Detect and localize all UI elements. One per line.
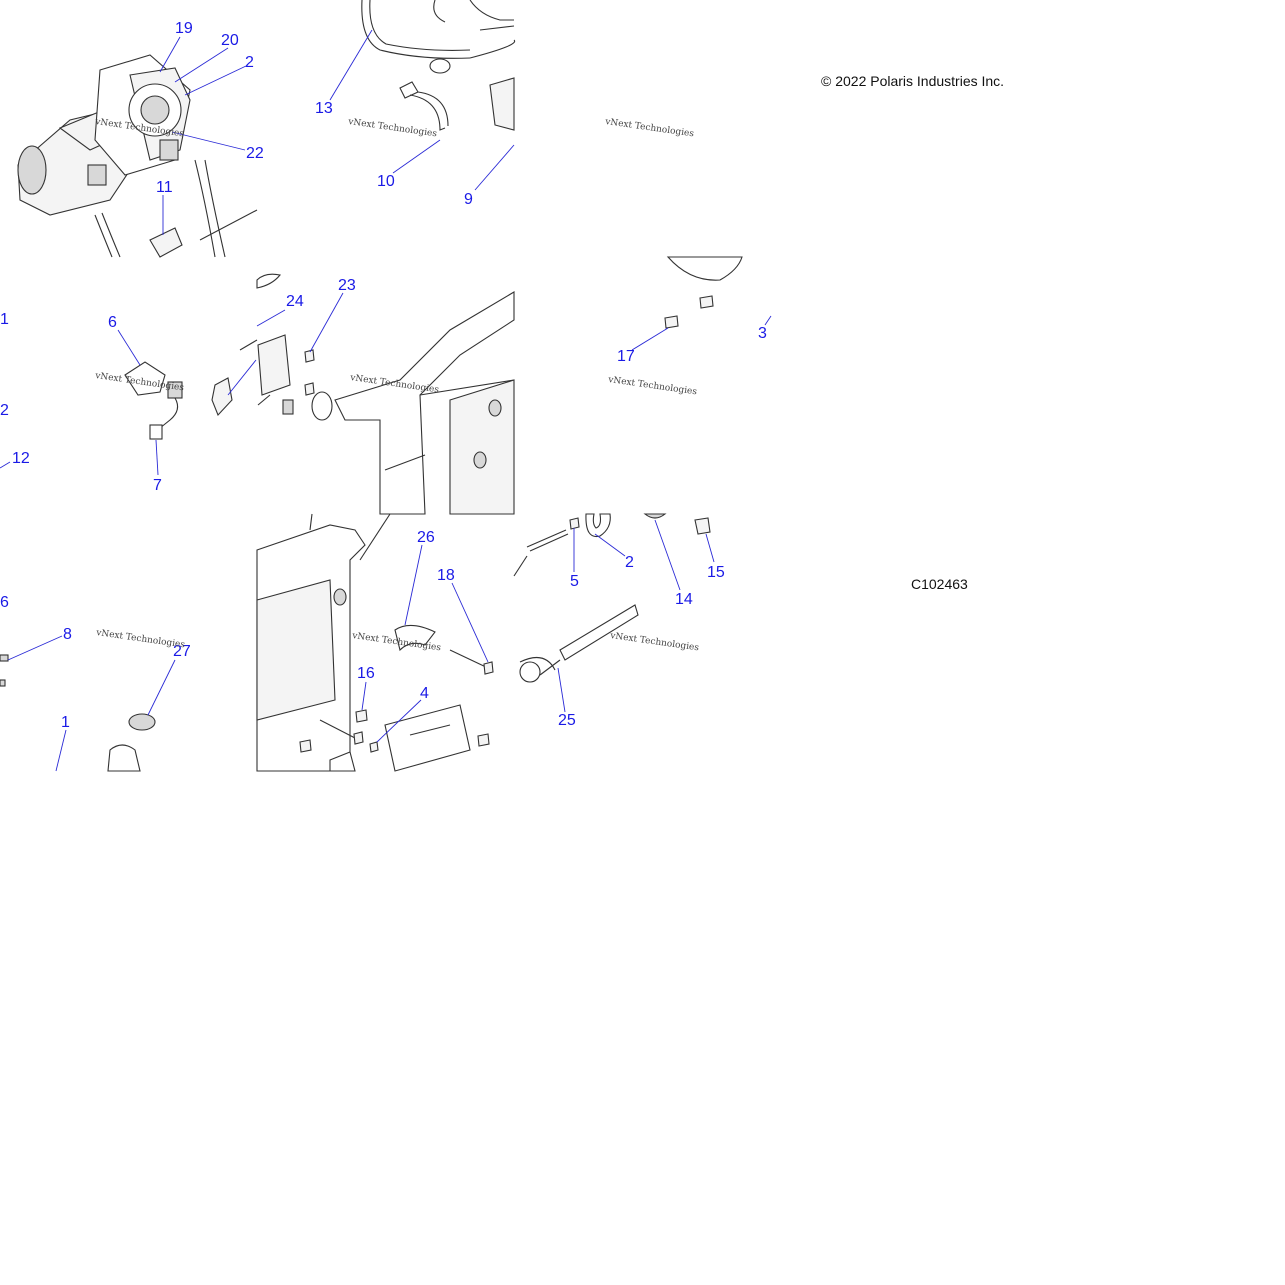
callout-18: 18 bbox=[437, 567, 455, 584]
leaders-tile7 bbox=[7, 635, 176, 772]
callout-11: 11 bbox=[156, 179, 173, 196]
callout-23: 23 bbox=[338, 277, 356, 294]
bolt-group-top bbox=[664, 256, 743, 329]
leaders-tile5 bbox=[227, 292, 344, 396]
callout-24: 24 bbox=[286, 293, 304, 310]
callout-4: 4 bbox=[420, 685, 429, 702]
callout-13: 13 bbox=[315, 100, 333, 117]
watermark-text: vNext Technologies bbox=[347, 117, 438, 140]
bumper-lower bbox=[256, 513, 494, 772]
callout-17: 17 bbox=[617, 348, 635, 365]
leaders-tile6 bbox=[631, 315, 772, 351]
callout-20: 20 bbox=[221, 32, 239, 49]
bumper-frame bbox=[256, 273, 515, 515]
copyright-text: © 2022 Polaris Industries Inc. bbox=[821, 73, 1004, 89]
leaders-tile8 bbox=[361, 544, 489, 743]
watermark-text: vNext Technologies bbox=[607, 375, 698, 398]
callout-7: 7 bbox=[153, 477, 162, 494]
callout-26: 26 bbox=[417, 529, 435, 546]
callout-27: 27 bbox=[173, 643, 191, 660]
callout-5: 5 bbox=[570, 573, 579, 590]
callout-9: 9 bbox=[464, 191, 473, 208]
leaders-tile1 bbox=[159, 36, 247, 235]
callout-6: 6 bbox=[0, 594, 9, 611]
figure-code: C102463 bbox=[911, 576, 968, 592]
callout-8: 8 bbox=[63, 626, 72, 643]
watermark-text: vNext Technologies bbox=[95, 628, 186, 651]
callout-3: 3 bbox=[758, 325, 767, 342]
callout-15: 15 bbox=[707, 564, 725, 581]
callout-19: 19 bbox=[175, 20, 193, 37]
callout-16: 16 bbox=[357, 665, 375, 682]
watermark-text: vNext Technologies bbox=[609, 631, 700, 654]
callout-10: 10 bbox=[377, 173, 395, 190]
callout-6: 6 bbox=[108, 314, 117, 331]
cable-harness bbox=[361, 0, 516, 131]
leaders-tile2 bbox=[329, 29, 515, 191]
callout-14: 14 bbox=[675, 591, 693, 608]
conduit-parts bbox=[0, 654, 156, 772]
callout-1: 1 bbox=[61, 714, 70, 731]
callout-25: 25 bbox=[558, 712, 576, 729]
leaders-tile9 bbox=[557, 519, 715, 713]
callout-12: 12 bbox=[12, 450, 30, 467]
winch-assembly bbox=[17, 54, 258, 258]
callout-2: 2 bbox=[0, 402, 9, 419]
hook-and-strap bbox=[513, 513, 711, 683]
callout-2: 2 bbox=[245, 54, 254, 71]
callout-1: 1 bbox=[0, 311, 9, 328]
switch-assembly bbox=[124, 339, 258, 440]
leaders-tile4 bbox=[0, 329, 159, 476]
callout-2: 2 bbox=[625, 554, 634, 571]
watermark-text: vNext Technologies bbox=[604, 117, 695, 140]
watermarks: vNext Technologies vNext Technologies vN… bbox=[94, 117, 700, 654]
callout-22: 22 bbox=[246, 145, 264, 162]
